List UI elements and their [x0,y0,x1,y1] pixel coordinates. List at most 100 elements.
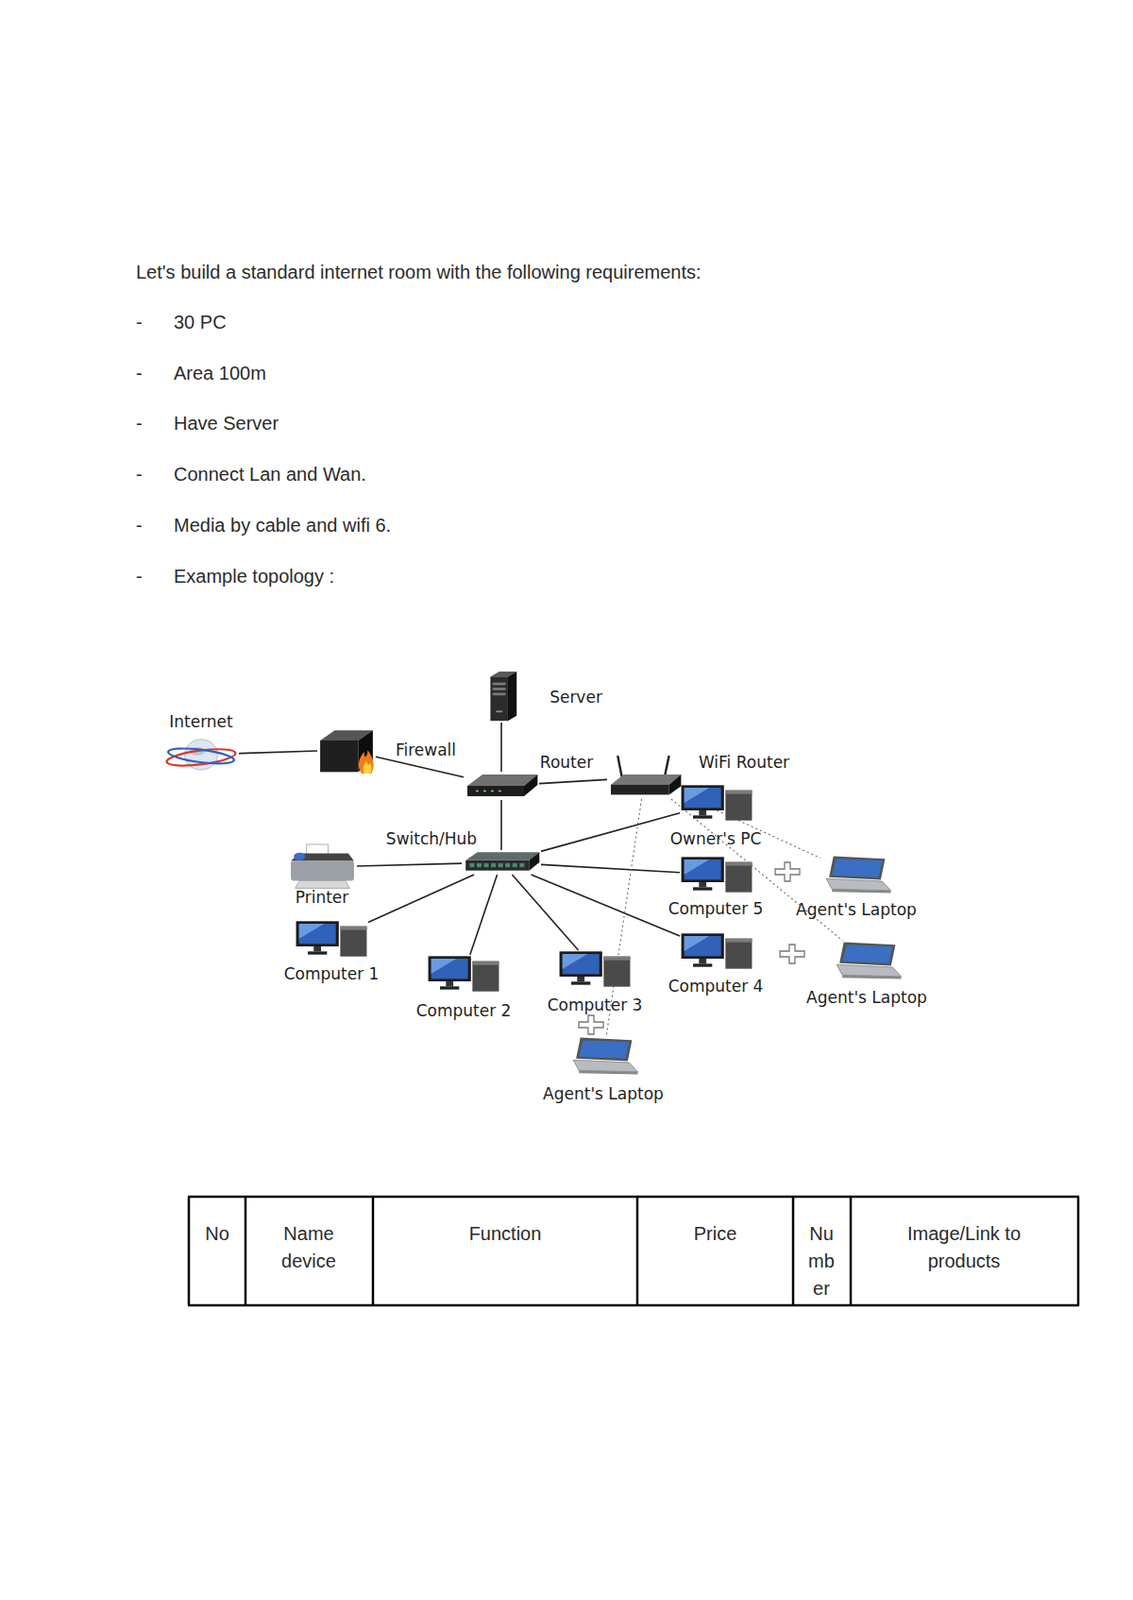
plus-sign [578,1014,604,1034]
device-label: Agent's Laptop [542,1083,664,1103]
pc-stand [313,946,322,951]
laptop-edge [831,888,891,893]
device-icon [679,783,754,822]
pc-monitor [559,950,603,977]
device-icon [607,755,683,799]
device-icon [285,844,357,890]
firewall-front [320,740,358,772]
device-node: Router [463,771,540,800]
cable-link [375,756,464,778]
device-node: Printer [285,844,357,890]
cable-link [500,799,503,850]
laptop-lid [575,1036,632,1061]
bullet-dash: - [135,462,143,486]
pc-base [693,814,712,818]
pc-base [571,980,591,984]
router-front [467,785,525,796]
device-icon [461,849,542,875]
device-node: WiFi Router [607,755,683,799]
pc-stand [698,881,707,887]
switch-port [490,862,496,867]
pc-tower-top [603,956,630,961]
pc-screen [299,923,337,944]
device-node: Firewall [317,726,376,774]
table-header-cell: Function [372,1219,638,1248]
switch-front [465,860,529,871]
router-light [483,790,487,793]
device-icon [820,854,893,895]
device-icon [463,771,540,800]
bullet-text: 30 PC [173,310,227,334]
laptop-base [836,963,901,977]
device-icon [473,671,529,723]
firewall-flame [358,749,374,774]
device-node: Computer 5 [679,855,754,894]
device-label: Server [549,687,603,707]
server-slot [492,682,507,686]
laptop-edge [578,1069,638,1074]
printer-body [290,861,355,881]
pc-stand [698,810,707,815]
laptop-edge [842,974,901,979]
bullet-text: Area 100m [173,361,267,385]
bullet-dash: - [135,361,143,385]
pc-tower [725,862,752,893]
device-label: Internet [169,711,234,731]
switch-port [484,862,490,867]
pc-screen-shine [684,787,711,803]
server-side [507,671,517,721]
switch-port [512,862,518,867]
bullet-dash: - [135,564,143,588]
device-node: Computer 3 [558,949,632,988]
device-icon [294,919,369,958]
plus-sign [775,862,800,881]
intro-text: Let's build a standard internet room wit… [135,260,702,284]
pc-screen [562,953,600,974]
wifi-antenna [617,755,623,779]
device-icon [567,1035,640,1076]
device-label: Firewall [395,740,457,760]
router-light [475,790,479,793]
wifi-antenna [664,755,670,778]
cable-link [470,874,498,955]
router-side [524,774,538,796]
pc-monitor [681,784,725,811]
pc-screen-shine [431,958,457,974]
cable-link [531,874,680,936]
device-label: Owner's PC [670,828,762,848]
printer-tray [295,879,351,888]
pc-monitor [428,955,472,981]
device-node: Internet [163,733,239,776]
wifi-side [669,774,682,795]
pc-screen-shine [562,953,589,969]
firewall-flame-core [363,760,373,774]
laptop-screen [578,1039,629,1059]
device-label: Computer 4 [668,976,764,996]
laptop-lid [839,941,896,965]
pc-base [439,985,459,989]
device-label: Printer [295,887,350,907]
device-node: Owner's PC [679,783,754,822]
device-icon [163,733,239,776]
pc-monitor [296,920,339,947]
device-icon [426,954,501,993]
server-slot [492,687,507,691]
device-node: Switch/Hub [461,849,542,875]
table-border [636,1196,640,1305]
device-label: WiFi Router [698,752,790,772]
server-slot [492,693,507,696]
switch-port [476,862,482,867]
switch-port [498,862,504,867]
switch-port [519,862,525,867]
device-icon [679,855,754,894]
device-label: Computer 3 [547,995,643,1015]
device-label: Router [540,752,593,772]
table-border [372,1196,375,1305]
pc-screen [684,859,722,880]
device-node: Computer 2 [426,954,501,993]
bullet-text: Have Server [173,411,279,435]
table-border [1077,1196,1081,1305]
device-node: Server [473,671,529,723]
device-icon [317,726,376,774]
